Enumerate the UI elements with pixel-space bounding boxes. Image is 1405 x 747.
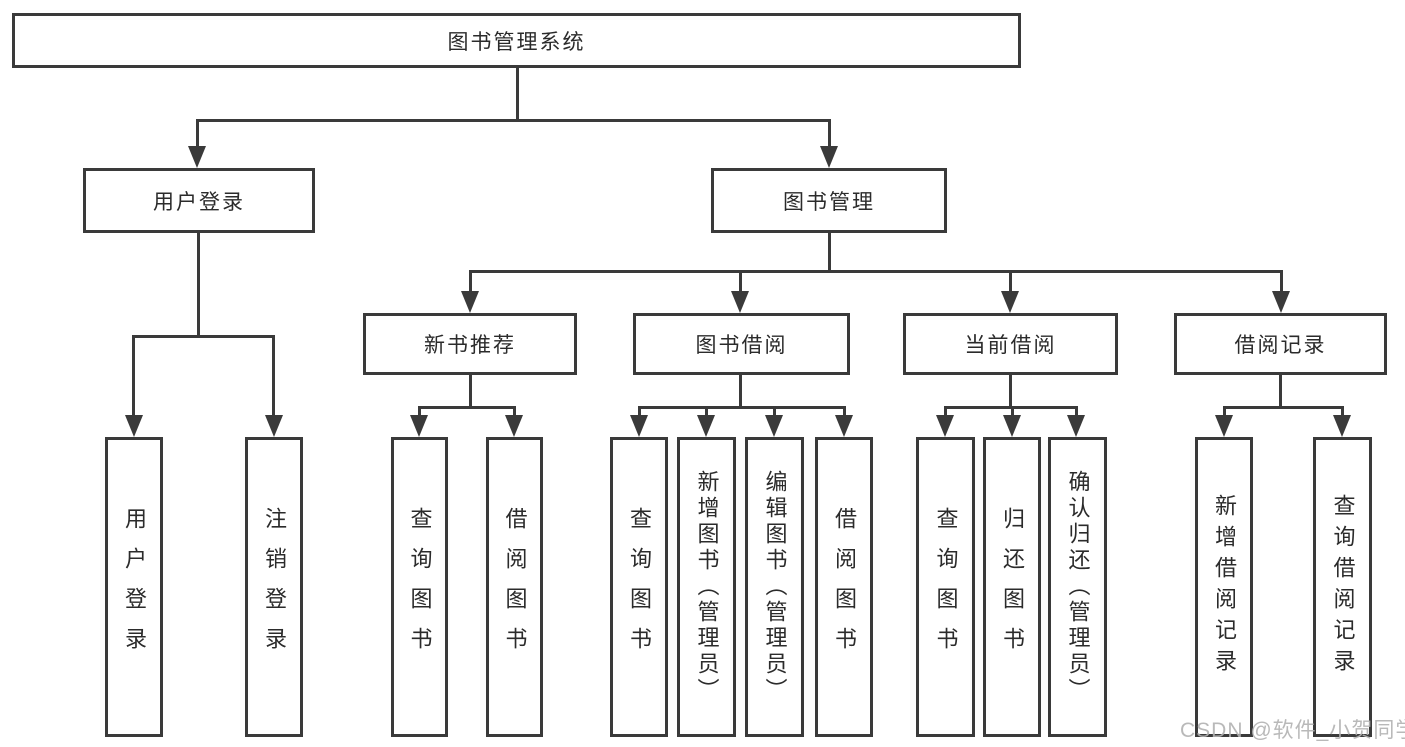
connector-user-login-stem	[197, 233, 200, 335]
node-root: 图书管理系统	[12, 13, 1021, 68]
node-new-book-recommend: 新书推荐	[363, 313, 577, 375]
connector-drop	[1341, 406, 1344, 418]
connector-new-book-stem	[469, 375, 472, 406]
node-user-login: 用户登录	[83, 168, 315, 233]
arrow-down-icon	[1333, 415, 1351, 437]
connector-root-stem	[516, 68, 519, 119]
arrow-down-icon	[461, 291, 479, 313]
connector-new-book-bar	[418, 406, 515, 409]
connector-drop-new-book	[469, 270, 472, 293]
connector-drop	[418, 406, 421, 418]
connector-drop	[1011, 406, 1014, 418]
arrow-down-icon	[1215, 415, 1233, 437]
leaf-borrow-books-label: 借阅图书	[832, 507, 857, 667]
connector-drop-current-borrow	[1009, 270, 1012, 293]
leaf-user-login-label: 用户登录	[122, 507, 147, 667]
connector-drop	[773, 406, 776, 418]
node-book-borrow: 图书借阅	[633, 313, 850, 375]
leaf-confirm-return-admin-label: 确认归还（管理员）	[1065, 470, 1091, 704]
connector-drop-book-management	[828, 119, 831, 148]
node-current-borrow: 当前借阅	[903, 313, 1118, 375]
connector-drop-leaf-logout	[272, 335, 275, 417]
leaf-return-books: 归还图书	[983, 437, 1041, 737]
leaf-query-books-current: 查询图书	[916, 437, 975, 737]
connector-drop-book-borrow	[739, 270, 742, 293]
connector-drop	[638, 406, 641, 418]
node-book-borrow-label: 图书借阅	[695, 334, 788, 357]
connector-drop	[944, 406, 947, 418]
leaf-edit-book-admin: 编辑图书（管理员）	[745, 437, 804, 737]
leaf-add-book-admin-label: 新增图书（管理员）	[694, 470, 720, 704]
arrow-down-icon	[188, 146, 206, 168]
connector-drop	[513, 406, 516, 418]
leaf-query-books-borrow-label: 查询图书	[627, 507, 652, 667]
node-book-management-label: 图书管理	[783, 190, 875, 214]
arrow-down-icon	[1272, 291, 1290, 313]
arrow-down-icon	[410, 415, 428, 437]
leaf-borrow-books-recommend: 借阅图书	[486, 437, 543, 737]
leaf-query-books-recommend: 查询图书	[391, 437, 448, 737]
leaf-edit-book-admin-label: 编辑图书（管理员）	[762, 470, 788, 704]
arrow-down-icon	[1067, 415, 1085, 437]
connector-book-management-bar	[469, 270, 1282, 273]
connector-drop-user-login	[196, 119, 199, 148]
connector-drop-borrow-record	[1280, 270, 1283, 293]
arrow-down-icon	[765, 415, 783, 437]
arrow-down-icon	[697, 415, 715, 437]
arrow-down-icon	[731, 291, 749, 313]
arrow-down-icon	[835, 415, 853, 437]
arrow-down-icon	[265, 415, 283, 437]
leaf-add-borrow-record: 新增借阅记录	[1195, 437, 1253, 737]
leaf-add-borrow-record-label: 新增借阅记录	[1212, 494, 1237, 680]
node-borrow-record: 借阅记录	[1174, 313, 1387, 375]
leaf-confirm-return-admin: 确认归还（管理员）	[1048, 437, 1107, 737]
node-root-label: 图书管理系统	[447, 30, 586, 54]
arrow-down-icon	[1001, 291, 1019, 313]
leaf-query-borrow-record-label: 查询借阅记录	[1330, 494, 1356, 680]
connector-current-borrow-stem	[1009, 375, 1012, 406]
node-book-management: 图书管理	[711, 168, 947, 233]
leaf-query-books-current-label: 查询图书	[933, 507, 959, 667]
leaf-return-books-label: 归还图书	[1000, 507, 1025, 667]
connector-book-management-stem	[828, 233, 831, 270]
connector-user-login-bar	[132, 335, 275, 338]
arrow-down-icon	[820, 146, 838, 168]
leaf-borrow-books-recommend-label: 借阅图书	[502, 507, 528, 667]
leaf-borrow-books: 借阅图书	[815, 437, 873, 737]
connector-book-borrow-stem	[739, 375, 742, 406]
leaf-logout: 注销登录	[245, 437, 303, 737]
connector-drop	[1223, 406, 1226, 418]
node-new-book-recommend-label: 新书推荐	[424, 334, 516, 357]
leaf-user-login: 用户登录	[105, 437, 163, 737]
connector-book-borrow-bar	[638, 406, 845, 409]
connector-drop	[843, 406, 846, 418]
node-current-borrow-label: 当前借阅	[964, 334, 1057, 357]
arrow-down-icon	[125, 415, 143, 437]
connector-drop	[1075, 406, 1078, 418]
arrow-down-icon	[505, 415, 523, 437]
node-user-login-label: 用户登录	[153, 190, 245, 214]
connector-root-bar	[196, 119, 830, 122]
connector-borrow-record-bar	[1223, 406, 1343, 409]
node-borrow-record-label: 借阅记录	[1234, 334, 1327, 357]
leaf-add-book-admin: 新增图书（管理员）	[677, 437, 736, 737]
connector-borrow-record-stem	[1279, 375, 1282, 406]
arrow-down-icon	[1003, 415, 1021, 437]
leaf-logout-label: 注销登录	[262, 507, 287, 667]
arrow-down-icon	[630, 415, 648, 437]
leaf-query-books-recommend-label: 查询图书	[407, 507, 433, 667]
arrow-down-icon	[936, 415, 954, 437]
csdn-watermark: CSDN @软件_小贺同学	[1180, 719, 1405, 742]
leaf-query-books-borrow: 查询图书	[610, 437, 668, 737]
connector-drop-leaf-user-login	[132, 335, 135, 417]
leaf-query-borrow-record: 查询借阅记录	[1313, 437, 1372, 737]
connector-drop	[705, 406, 708, 418]
